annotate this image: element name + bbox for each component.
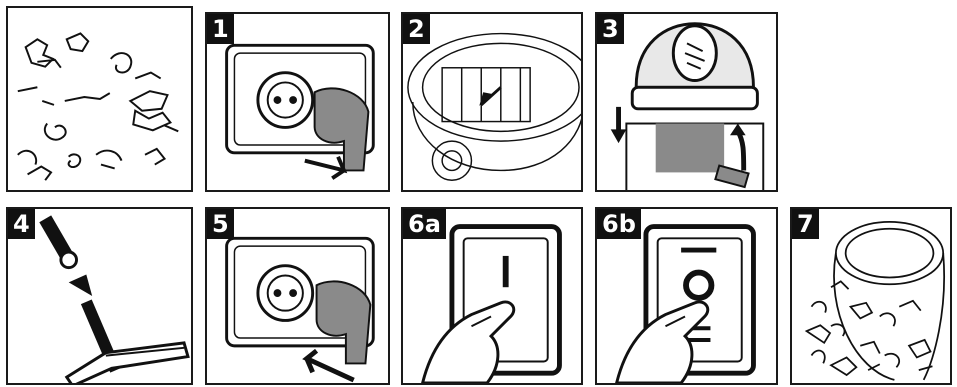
step-panel-2: 2 [401, 12, 583, 192]
step-number-badge: 6b [597, 209, 641, 239]
debris-icon [8, 8, 191, 190]
step-panel-6b: 6b [595, 207, 778, 385]
lid-latch-icon [597, 14, 776, 190]
hose-nozzle-icon [8, 209, 191, 383]
step-number-badge: 3 [597, 14, 624, 44]
step-panel-4: 4 [6, 207, 193, 385]
step-panel-debris [6, 6, 193, 192]
step-number-badge: 5 [207, 209, 234, 239]
unplug-socket-icon [207, 14, 388, 190]
plug-socket-icon [207, 209, 388, 383]
step-number-badge: 7 [792, 209, 819, 239]
step-number-badge: 1 [207, 14, 234, 44]
step-number-badge: 4 [8, 209, 35, 239]
step-panel-7: 7 [790, 207, 952, 385]
step-panel-1: 1 [205, 12, 390, 192]
step-panel-6a: 6a [401, 207, 583, 385]
step-number-badge: 6a [403, 209, 446, 239]
step-number-badge: 2 [403, 14, 430, 44]
step-panel-3: 3 [595, 12, 778, 192]
step-panel-5: 5 [205, 207, 390, 385]
